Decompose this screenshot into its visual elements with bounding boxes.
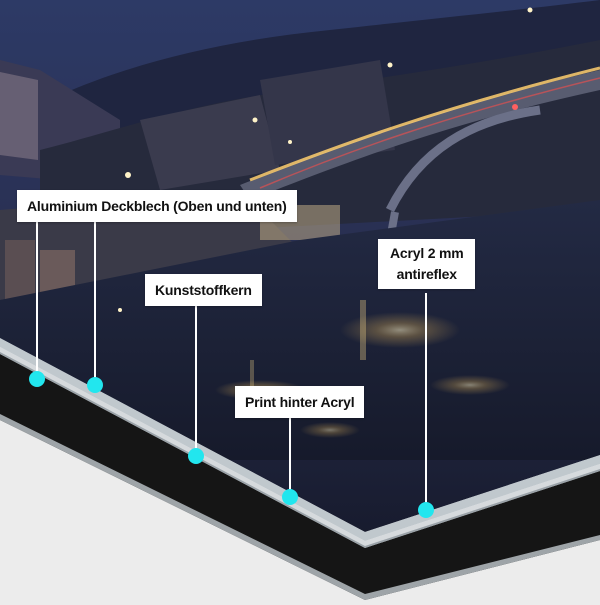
leader-lines (36, 218, 427, 510)
marker-dot-icon (87, 377, 103, 393)
marker-dot-icon (188, 448, 204, 464)
marker-dot-icon (29, 371, 45, 387)
label-acryl-line2: antireflex (396, 266, 457, 282)
label-kunststoffkern: Kunststoffkern (145, 274, 262, 306)
label-print-hinter-acryl: Print hinter Acryl (235, 386, 365, 418)
label-aluminium-deckblech: Aluminium Deckblech (Oben und unten) (17, 190, 297, 222)
panel-edge (0, 338, 600, 600)
markers (29, 371, 434, 518)
label-acryl: Acryl 2 mm antireflex (378, 239, 476, 289)
marker-dot-icon (282, 489, 298, 505)
label-acryl-line1: Acryl 2 mm (390, 245, 464, 261)
marker-dot-icon (418, 502, 434, 518)
